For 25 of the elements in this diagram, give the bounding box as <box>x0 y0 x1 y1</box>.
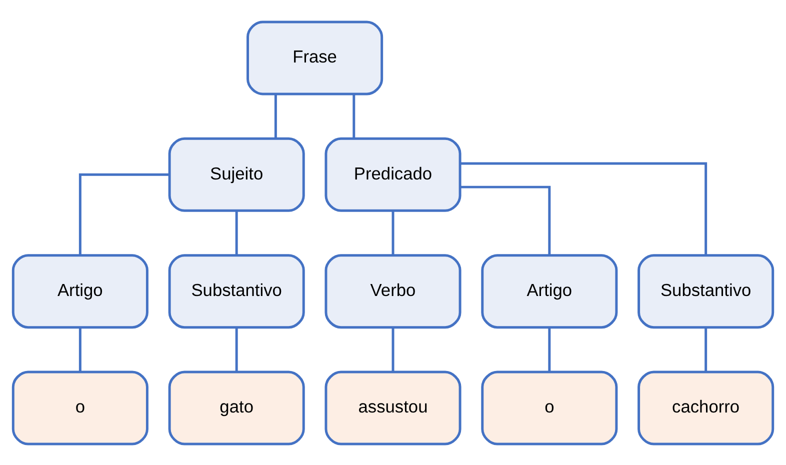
connector <box>274 94 277 138</box>
connector <box>460 162 708 255</box>
node-box: o <box>12 370 148 445</box>
node-box: cachorro <box>638 370 774 445</box>
connector <box>392 327 394 372</box>
node-box: Artigo <box>12 254 148 328</box>
node-box: o <box>481 370 618 445</box>
node-box: Artigo <box>481 254 618 328</box>
node-box: Predicado <box>324 136 462 212</box>
connector <box>78 172 170 255</box>
node-box: assustou <box>324 370 462 445</box>
connector <box>352 94 356 138</box>
connector <box>460 185 551 254</box>
connector <box>235 210 238 255</box>
node-box: Sujeito <box>168 136 305 212</box>
connector <box>392 210 394 255</box>
connector <box>235 327 238 372</box>
node-box: Frase <box>246 20 384 95</box>
node-box: Substantivo <box>168 254 305 328</box>
connector <box>704 327 708 372</box>
connector <box>548 327 551 372</box>
node-box: gato <box>168 370 305 445</box>
connector <box>78 327 82 372</box>
node-box: Substantivo <box>638 254 774 328</box>
node-box: Verbo <box>324 254 462 328</box>
